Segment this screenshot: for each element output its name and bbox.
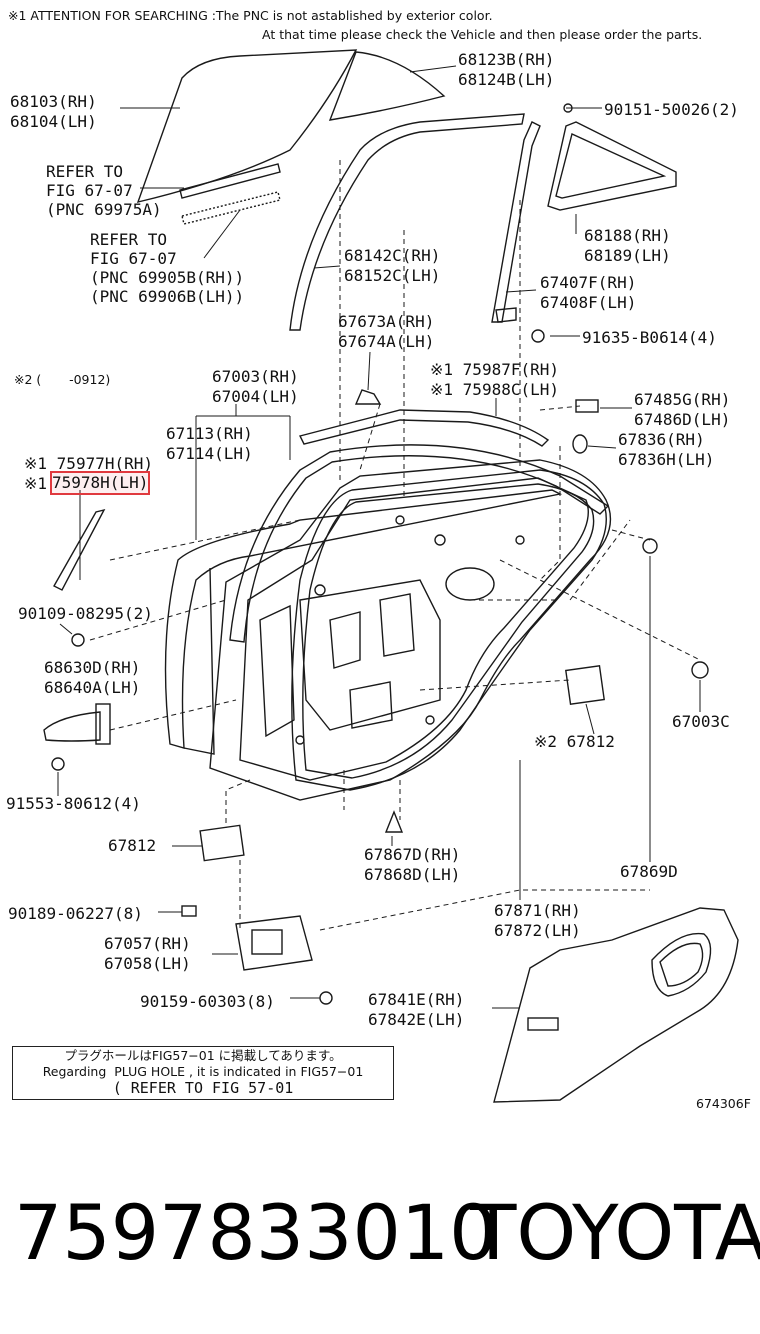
label-67867d: 67867D(RH) (364, 845, 461, 864)
plug-note-en: Regarding PLUG HOLE , it is indicated in… (42, 1064, 364, 1079)
label-68142c: 68142C(RH) (344, 246, 441, 265)
label-68152c: 68152C(LH) (344, 266, 441, 285)
label-68104: 68104(LH) (10, 112, 97, 131)
screw-90189 (181, 905, 197, 917)
dashed-guides (89, 160, 701, 931)
door-frame-molding-75978h (53, 508, 106, 591)
grommet-67836 (572, 434, 588, 454)
label-90151: 90151-50026(2) (604, 100, 739, 119)
leader-lines (57, 65, 701, 1009)
label-refer2-b: FIG 67-07 (90, 249, 177, 268)
outer-belt-molding (179, 163, 281, 199)
label-67058: 67058(LH) (104, 954, 191, 973)
applicability-note: ※2 ( -0912) (14, 372, 111, 387)
label-67868d: 67868D(LH) (364, 865, 461, 884)
bolt-90109 (71, 633, 85, 647)
label-refer1-a: REFER TO (46, 162, 124, 181)
label-67871: 67871(RH) (494, 901, 581, 920)
glass-run-channel (289, 113, 525, 331)
label-67408f: 67408F(LH) (540, 293, 637, 312)
label-67057: 67057(RH) (104, 934, 191, 953)
label-67113: 67113(RH) (166, 424, 253, 443)
label-91553: 91553-80612(4) (6, 794, 141, 813)
brand-name: TOYOTA (470, 1188, 760, 1277)
label-67812-a: ※2 67812 (534, 732, 615, 751)
screw-90159 (319, 991, 333, 1005)
bolt-91553 (51, 757, 65, 771)
label-67485g: 67485G(RH) (634, 390, 731, 409)
label-68124b: 68124B(LH) (458, 70, 555, 89)
door-weatherstrip (291, 469, 607, 791)
quarter-window-frame (547, 121, 677, 211)
service-hole-cover-a (565, 665, 605, 705)
label-67872: 67872(LH) (494, 921, 581, 940)
door-glass (136, 49, 358, 203)
label-67004: 67004(LH) (212, 387, 299, 406)
label-68640a: 68640A(LH) (44, 678, 141, 697)
label-refer2-d: (PNC 69906B(LH)) (90, 287, 245, 306)
label-68103: 68103(RH) (10, 92, 97, 111)
attention-note-line1: ※1 ATTENTION FOR SEARCHING :The PNC is n… (8, 8, 493, 23)
label-67114: 67114(LH) (166, 444, 253, 463)
label-67841e: 67841E(RH) (368, 990, 465, 1009)
exploded-parts-diagram (43, 49, 739, 1103)
label-67869d: 67869D (620, 862, 678, 881)
figure-code: 674306F (696, 1096, 751, 1111)
label-refer2-a: REFER TO (90, 230, 168, 249)
label-refer2-c: (PNC 69905B(RH)) (90, 268, 245, 287)
label-75988c: ※1 75988C(LH) (430, 380, 559, 399)
bracket (354, 389, 382, 405)
inner-door-panel (209, 459, 612, 801)
label-68189: 68189(LH) (584, 246, 671, 265)
outer-door-panel (164, 489, 563, 749)
label-67407f: 67407F(RH) (540, 273, 637, 292)
label-90159: 90159-60303(8) (140, 992, 275, 1011)
door-sash-67113 (229, 444, 610, 643)
label-67673a: 67673A(RH) (338, 312, 435, 331)
door-lock (235, 915, 313, 971)
plug-hole-reference-box: プラグホールはFIG57−01 に掲載してあります。 Regarding PLU… (12, 1046, 394, 1100)
plug-note-jp: プラグホールはFIG57−01 に掲載してあります。 (64, 1048, 342, 1063)
clip-67869d (642, 538, 658, 554)
label-67674a: 67674A(LH) (338, 332, 435, 351)
label-75978h-highlighted: 75978H(LH) (49, 471, 151, 495)
division-bar (491, 121, 541, 323)
label-67836: 67836(RH) (618, 430, 705, 449)
label-75987f: ※1 75987F(RH) (430, 360, 559, 379)
service-hole-cover-b (199, 824, 245, 862)
door-check (43, 711, 101, 742)
label-90109: 90109-08295(2) (18, 604, 153, 623)
clip-67867d (384, 810, 404, 833)
label-67486d: 67486D(LH) (634, 410, 731, 429)
label-75978h-mark: ※1 (24, 474, 48, 493)
label-refer1-c: (PNC 69975A) (46, 200, 162, 219)
part-number: 7597833010 (14, 1188, 498, 1277)
inner-belt-molding (181, 191, 281, 225)
label-75977h: ※1 75977H(RH) (24, 454, 153, 473)
label-refer1-b: FIG 67-07 (46, 181, 133, 200)
label-91635: 91635-B0614(4) (582, 328, 717, 347)
quarter-glass (328, 51, 446, 121)
label-67003: 67003(RH) (212, 367, 299, 386)
door-trim-board (493, 907, 739, 1103)
upper-weatherstrip (298, 409, 550, 447)
clip-91635 (531, 329, 545, 343)
label-68123b: 68123B(RH) (458, 50, 555, 69)
label-67812-b: 67812 (108, 836, 157, 855)
label-90189: 90189-06227(8) (8, 904, 143, 923)
hole-plug-67003c (691, 661, 709, 679)
label-68630d: 68630D(RH) (44, 658, 141, 677)
label-67003c: 67003C (672, 712, 730, 731)
label-67836h: 67836H(LH) (618, 450, 715, 469)
plug-note-refer: ( REFER TO FIG 57-01 (112, 1079, 294, 1097)
label-67842e: 67842E(LH) (368, 1010, 465, 1029)
label-68188: 68188(RH) (584, 226, 671, 245)
attention-note-line2: At that time please check the Vehicle an… (262, 27, 703, 42)
